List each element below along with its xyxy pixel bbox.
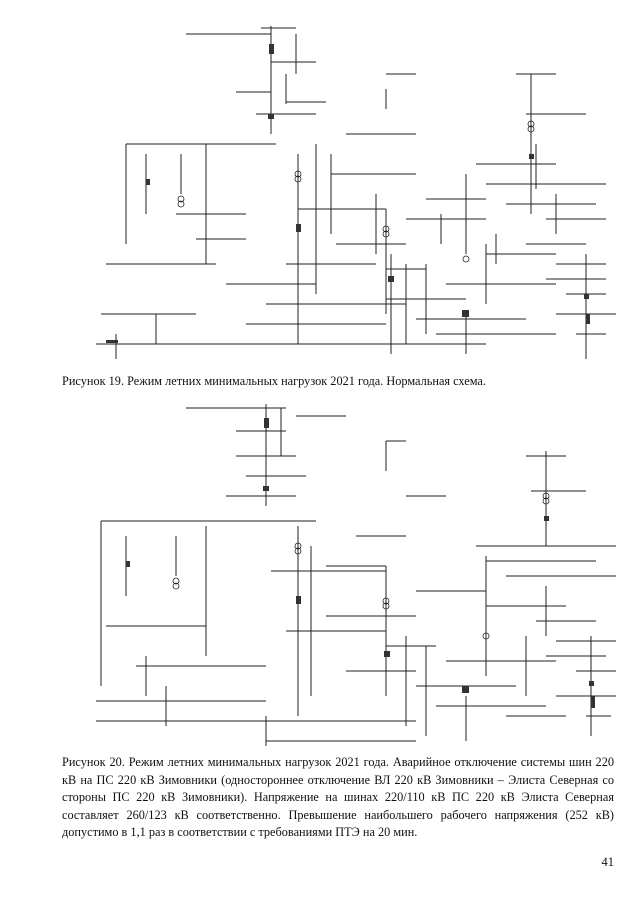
network-diagram-normal <box>86 14 616 368</box>
network-diagram-emergency <box>86 396 616 750</box>
figure-caption: Рисунок 20. Режим летних минимальных наг… <box>62 755 614 839</box>
page-number: 41 <box>601 855 615 869</box>
schematic-svg <box>96 26 616 359</box>
figure-caption: Рисунок 19. Режим летних минимальных наг… <box>62 374 486 388</box>
schematic-svg <box>96 404 616 746</box>
